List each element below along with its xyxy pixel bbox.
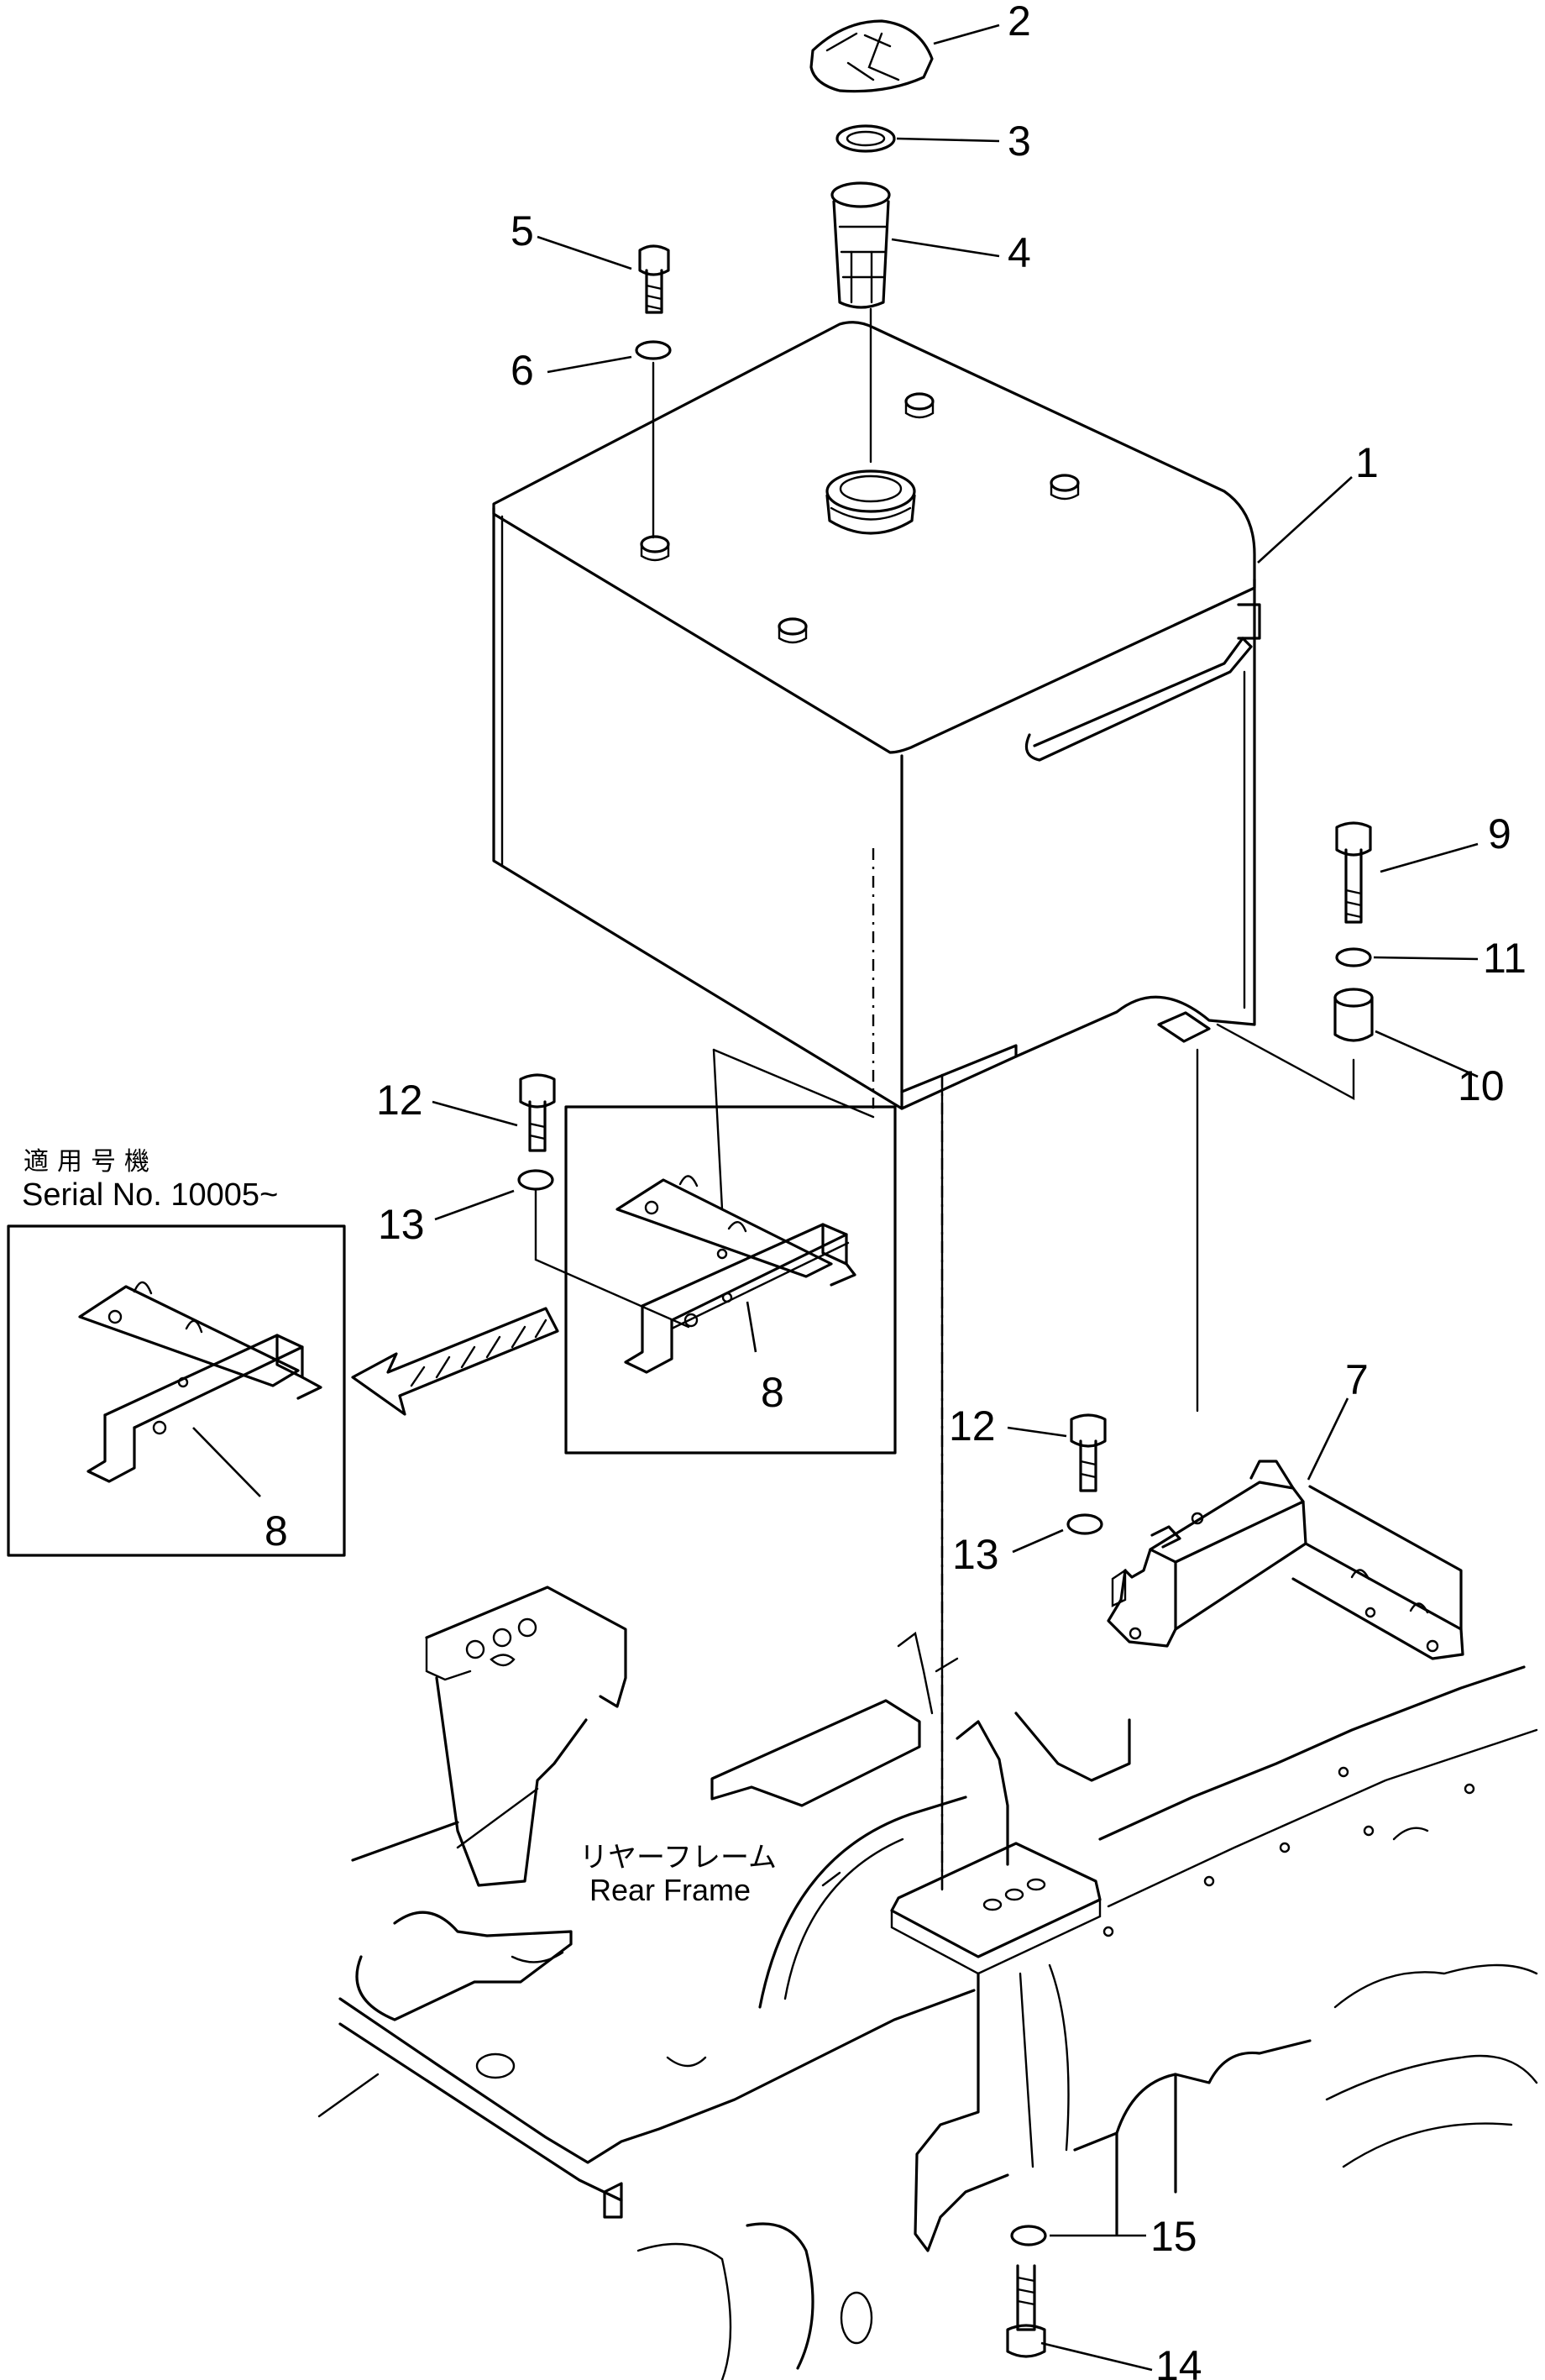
callout-9: 9 [1488,810,1511,857]
bolt-right [1335,821,1372,924]
bracket-7 [1107,1460,1464,1660]
washer-top [635,340,672,360]
callout-13-left: 13 [378,1201,425,1248]
bolt-top [638,244,670,314]
callout-5: 5 [511,207,534,254]
callout-13-right: 13 [952,1531,999,1578]
filler-cap [809,19,934,93]
bolt-mid-left [519,1073,556,1152]
callout-10: 10 [1458,1062,1505,1109]
washer-mid-left [517,1169,554,1191]
bracket-box-frame [564,1105,897,1455]
gasket-ring [835,124,896,153]
fuel-tank [492,321,1261,1110]
fuel-strainer [830,181,891,309]
washer-bottom [1010,2225,1047,2246]
callout-11: 11 [1483,935,1527,982]
callout-6: 6 [511,347,534,394]
tank-boss [640,392,1080,644]
callout-3: 3 [1008,118,1031,165]
serial-label-en: Serial No. 10005~ [22,1177,279,1213]
serial-label-jp: 適用号機 [24,1147,158,1177]
callout-1: 1 [1355,439,1379,486]
washer-right [1335,947,1372,967]
rear-frame-label-en: Rear Frame [589,1873,752,1907]
callout-12-left: 12 [376,1077,423,1124]
callout-14: 14 [1155,2342,1202,2380]
bracket-8-inset [78,1281,322,1483]
rear-frame [317,1586,1538,2380]
callout-4: 4 [1008,229,1031,276]
bracket-8 [615,1175,856,1374]
rear-frame-label-jp: リヤーフレーム [579,1841,777,1874]
callout-15: 15 [1150,2213,1197,2260]
bolt-bottom [1006,2264,1046,2358]
washer-mid-right [1066,1513,1103,1535]
callout-8-inset: 8 [264,1507,288,1554]
callout-12-right: 12 [949,1402,996,1449]
callout-7: 7 [1345,1356,1369,1403]
leader-lines [192,24,1479,2372]
spacer [1333,988,1374,1042]
bolt-mid-right [1070,1413,1107,1492]
callout-numbers: 1 2 3 4 5 6 7 8 8 9 10 11 12 13 12 13 14… [264,0,1527,2380]
inset-box [7,1224,346,1557]
arrow-hatched [351,1307,559,1416]
callout-8-main: 8 [761,1369,784,1416]
callout-2: 2 [1008,0,1031,45]
